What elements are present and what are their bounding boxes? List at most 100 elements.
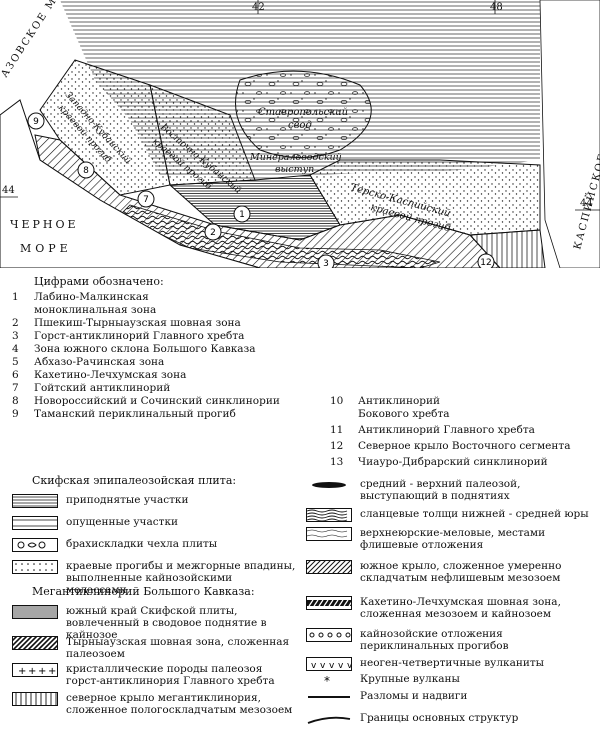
legend-item-text: приподнятые участки: [66, 494, 189, 506]
circle-7-label: 7: [143, 195, 149, 205]
legend-item: кайнозойские отложения периклинальных пр…: [306, 628, 590, 652]
list-item: 5 Абхазо-Рачинская зона: [12, 356, 302, 369]
circle-2-label: 2: [210, 228, 216, 238]
legend-item: ++++ кристаллические породы палеозоя горс…: [12, 663, 296, 687]
diag-bold-swatch: [12, 636, 58, 650]
legend-item: Кахетино-Лечхумская шовная зона, сложенн…: [306, 596, 590, 620]
item-number: 4: [12, 343, 19, 355]
black-sea-label-2: МОРЕ: [20, 242, 72, 255]
item-number: 13: [330, 456, 344, 468]
legend-item-text: северное крыло мегантиклинория, сложенно…: [66, 692, 293, 716]
list-item: 12 Северное крыло Восточного сегмента: [330, 440, 590, 453]
legend-item-text: Кахетино-Лечхумская шовная зона, сложенн…: [360, 596, 561, 620]
item-text: Антиклинорий Главного хребта: [358, 424, 535, 436]
stavropol-label-2: свод: [288, 120, 312, 131]
lat-label-west: 44: [2, 185, 15, 196]
circle-7: 7: [137, 190, 155, 208]
circle-8-label: 8: [83, 166, 89, 176]
circle-2: 2: [204, 223, 222, 241]
band-swatch: [306, 596, 352, 610]
legend-title: Цифрами обозначено:: [34, 275, 164, 288]
fault-swatch: [308, 696, 350, 698]
item-text: Пшекиш-Тырныаузская шовная зона: [34, 317, 241, 329]
map-circles: 1 2 3 7 8 9 12: [27, 112, 495, 268]
item-text: Абхазо-Рачинская зона: [34, 356, 165, 368]
lon-label-48: 48: [490, 2, 503, 13]
list-item: 11 Антиклинорий Главного хребта: [330, 424, 590, 437]
item-text: Кахетино-Лечхумская зона: [34, 369, 187, 381]
circle-3: 3: [317, 254, 335, 268]
mineral-label-2: выступ: [275, 164, 314, 175]
circle-1-label: 1: [239, 210, 245, 220]
black-sea: [0, 99, 261, 268]
list-item: 9 Таманский периклинальный прогиб: [12, 408, 302, 421]
legend-item-text: сланцевые толщи нижней - средней юры: [360, 508, 589, 520]
item-text: Чиауро-Дибрарский синклинорий: [358, 456, 548, 468]
legend-item: брахискладки чехла плиты: [12, 538, 296, 552]
legend-item-text: кристаллические породы палеозоя горст-ан…: [66, 663, 275, 687]
item-number: 3: [12, 330, 19, 342]
circle-9-label: 9: [33, 117, 39, 127]
legend-item: Тырныаузская шовная зона, сложенная пале…: [12, 636, 296, 660]
item-number: 11: [330, 424, 344, 436]
legend-item: верхнеюрские-меловые, местами флишевые о…: [306, 527, 590, 551]
cross-swatch: ++++: [12, 663, 58, 677]
legend-item: Границы основных структур: [306, 712, 590, 726]
vlines-swatch: [12, 692, 58, 706]
svg-text:+: +: [38, 666, 46, 677]
item-number: 9: [12, 408, 19, 420]
legend-item: приподнятые участки: [12, 494, 296, 508]
svg-text:*: *: [324, 674, 330, 687]
svg-text:v: v: [311, 661, 317, 671]
list-item: 4 Зона южного склона Большого Кавказа: [12, 343, 302, 356]
circle-9: 9: [27, 112, 45, 130]
lat-label-east: 44: [580, 198, 593, 209]
brachy-swatch: [12, 538, 58, 552]
item-text: Горст-антиклинорий Главного хребта: [34, 330, 245, 342]
circle-12: 12: [477, 253, 495, 268]
item-text: Лабино-Малкинская моноклинальная зона: [34, 291, 157, 316]
tectonic-map: 42 48 44 44 АЗОВСКОЕ МОРЕ ЧЕРНОЕ МОРЕ КА…: [0, 0, 600, 268]
legend-item: северное крыло мегантиклинория, сложенно…: [12, 692, 296, 716]
legend-item: *Крупные вулканы: [306, 673, 590, 687]
item-number: 5: [12, 356, 19, 368]
mineral-label-1: Минераловодский: [249, 152, 342, 163]
item-text: Новороссийский и Сочинский синклинории: [34, 395, 280, 407]
stavropol-label-1: Ставропольский: [258, 107, 348, 118]
svg-text:+: +: [28, 666, 36, 677]
circle-12-label: 12: [480, 258, 491, 268]
legend-item-text: Разломы и надвиги: [360, 690, 468, 702]
item-text: Зона южного склона Большого Кавказа: [34, 343, 256, 355]
item-text: Таманский периклинальный прогиб: [34, 408, 236, 420]
item-text: Северное крыло Восточного сегмента: [358, 440, 571, 452]
legend-item-text: кайнозойские отложения периклинальных пр…: [360, 628, 509, 652]
legend-item-text: южный край Скифской плиты, вовлеченный в…: [66, 605, 267, 641]
legend-item-text: Тырныаузская шовная зона, сложенная пале…: [66, 636, 290, 660]
legend-item: Разломы и надвиги: [306, 690, 590, 704]
legend-item-text: брахискладки чехла плиты: [66, 538, 218, 550]
megaanti-title: Мегантиклинорий Большого Кавказа:: [32, 585, 255, 598]
hlines-sparse-swatch: [12, 516, 58, 530]
stavropol-arch: [235, 70, 372, 158]
svg-text:v: v: [338, 661, 344, 671]
diag-swatch: [306, 560, 352, 574]
legend-item: южное крыло, сложенное умеренно складчат…: [306, 560, 590, 584]
legend-item: опущенные участки: [12, 516, 296, 530]
svg-text:v: v: [320, 661, 326, 671]
item-number: 7: [12, 382, 19, 394]
lon-label-42: 42: [252, 2, 265, 13]
legend-item: краевые прогибы и межгорные впадины, вып…: [12, 560, 296, 596]
svg-text:+: +: [18, 666, 26, 677]
circle-1: 1: [233, 205, 251, 223]
item-number: 12: [330, 440, 344, 452]
boundary-swatch: [307, 716, 351, 724]
hlines-swatch: [12, 494, 58, 508]
item-number: 10: [330, 395, 344, 407]
